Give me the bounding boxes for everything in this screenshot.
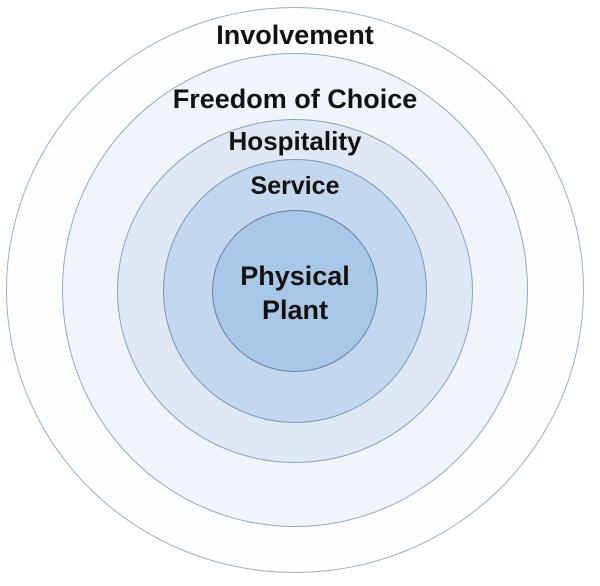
ring-physical-plant xyxy=(212,210,378,372)
label-hospitality: Hospitality xyxy=(228,126,362,156)
label-service: Service xyxy=(250,172,340,200)
label-freedom-of-choice: Freedom of Choice xyxy=(172,84,418,114)
label-physical-plant: Physical Plant xyxy=(240,261,350,325)
label-involvement: Involvement xyxy=(216,20,374,50)
